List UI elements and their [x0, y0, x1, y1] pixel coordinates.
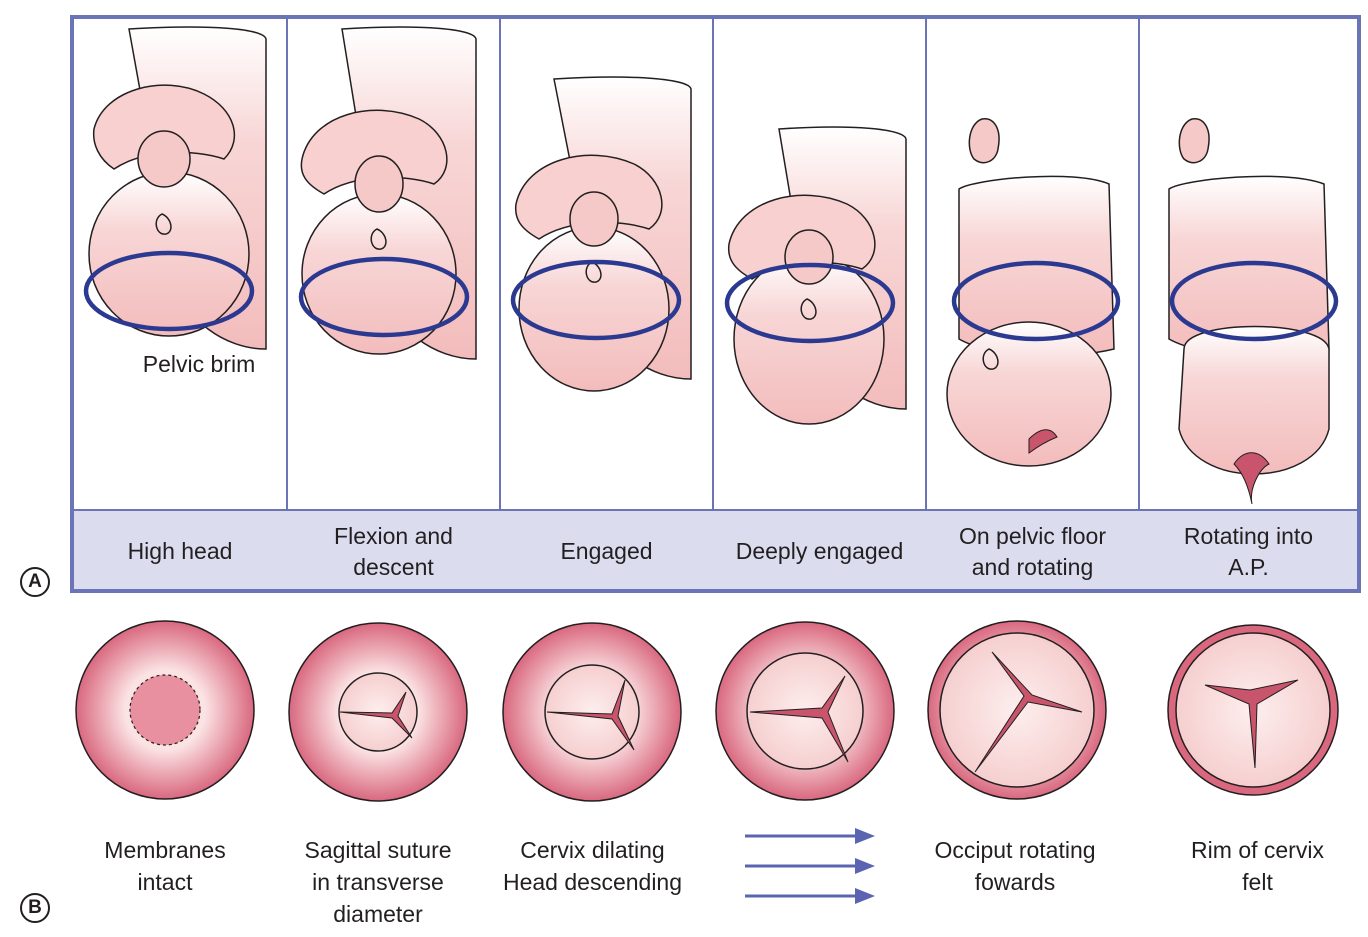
column-divider	[1138, 19, 1140, 589]
fetus-engaged	[510, 76, 692, 392]
column-divider	[712, 19, 714, 589]
cervix-sagittal-suture	[288, 622, 468, 802]
stage-label-band	[74, 509, 1357, 589]
fetus-deeply-engaged	[724, 126, 907, 425]
column-divider	[925, 19, 927, 589]
cervix-dilating	[502, 622, 682, 802]
column-divider	[286, 19, 288, 589]
pelvic-brim-label: Pelvic brim	[142, 351, 256, 377]
cervix-occiput-rotating	[927, 620, 1107, 800]
fetus-rotating-ap	[1168, 118, 1339, 505]
cervix-rim	[1167, 624, 1339, 796]
cervix-label-dilating: Cervix dilating Head descending	[502, 837, 683, 896]
fetus-high-head	[83, 26, 267, 350]
stage-label-deeply-engaged: Deeply engaged	[735, 538, 904, 565]
cervix-views	[75, 620, 1339, 802]
arrow	[745, 888, 875, 904]
arrow	[745, 828, 875, 844]
panel-b-badge: B	[20, 893, 50, 923]
stage-label-high-head: High head	[127, 538, 233, 565]
cervix-label-rim: Rim of cervix felt	[1191, 837, 1324, 896]
stage-label-flexion: Flexion and descent	[334, 522, 453, 580]
fetus-flexion-descent	[298, 26, 477, 360]
arrow	[745, 858, 875, 874]
stage-label-engaged: Engaged	[560, 538, 653, 565]
cervix-label-membranes: Membranes intact	[104, 837, 226, 896]
fetus-pelvic-floor	[946, 118, 1121, 467]
stage-label-rotating-ap: Rotating into A.P.	[1183, 522, 1314, 580]
fetal-head-illustrations	[83, 26, 1339, 505]
column-divider	[499, 19, 501, 589]
cervix-further-dilation	[715, 621, 895, 801]
stage-label-pelvic-floor: On pelvic floor and rotating	[958, 522, 1106, 580]
cervix-membranes-intact	[75, 620, 255, 800]
cervix-label-sagittal: Sagittal suture in transverse diameter	[304, 837, 452, 928]
progression-arrows	[745, 828, 875, 904]
cervix-label-occiput: Occiput rotating fowards	[934, 837, 1096, 896]
panel-a-badge: A	[20, 567, 50, 597]
panel-a-frame: High head Flexion and descent Engaged De…	[70, 15, 1361, 593]
